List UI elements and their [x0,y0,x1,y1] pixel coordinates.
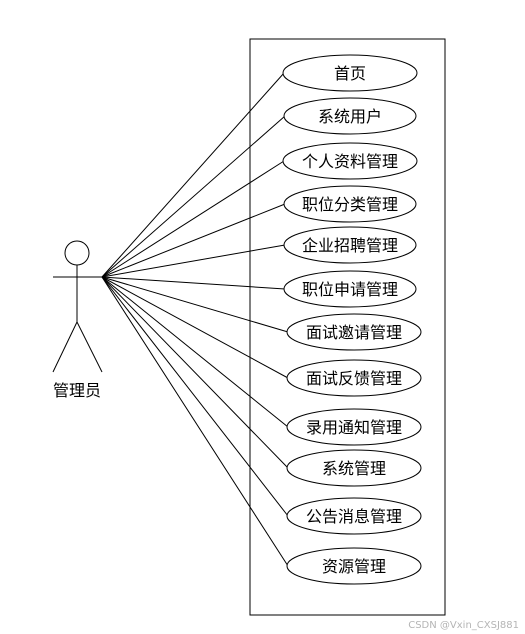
use-case-label: 企业招聘管理 [302,236,398,255]
use-case-label: 面试反馈管理 [306,369,402,388]
use-case: 企业招聘管理 [283,226,417,264]
association-line [101,276,289,333]
association-line [101,115,286,278]
use-case: 系统用户 [283,97,417,135]
association-line [101,160,285,278]
association-line [101,276,286,290]
actor-figure [52,240,103,373]
use-case-ellipse [283,226,417,264]
use-case-ellipse [286,313,422,351]
use-case-label: 系统用户 [318,107,382,126]
use-case-label: 录用通知管理 [306,418,402,437]
actor-head [64,240,90,266]
use-case-label: 公告消息管理 [306,507,402,526]
watermark: CSDN @Vxin_CXSJ881 [408,620,519,631]
use-case: 面试邀请管理 [286,313,422,351]
use-case-label: 个人资料管理 [302,152,398,171]
association-line [101,276,289,469]
use-case: 系统管理 [286,449,422,487]
use-case: 职位申请管理 [283,270,417,308]
use-case: 公告消息管理 [286,497,422,535]
association-line [101,276,289,379]
use-case-label: 职位申请管理 [302,280,398,299]
use-case-label: 职位分类管理 [302,195,398,214]
actor-right-leg [76,321,103,373]
association-line [101,276,289,517]
use-case-ellipse [282,142,418,180]
use-case-ellipse [286,547,422,585]
use-case-ellipse [283,270,417,308]
use-case: 资源管理 [286,547,422,585]
use-case-ellipse [286,497,422,535]
association-line [101,203,286,278]
use-case: 个人资料管理 [282,142,418,180]
use-cases: 首页系统用户个人资料管理职位分类管理企业招聘管理职位申请管理面试邀请管理面试反馈… [282,54,422,585]
use-case-label: 面试邀请管理 [306,323,402,342]
use-case-ellipse [283,185,417,223]
association-line [101,276,289,567]
use-case-ellipse [282,54,418,92]
use-case-ellipse [283,97,417,135]
use-case-label: 首页 [334,64,366,83]
use-case-ellipse [286,359,422,397]
actor-label: 管理员 [53,381,101,400]
system-boundary [249,38,446,616]
use-case-ellipse [286,449,422,487]
use-case-label: 资源管理 [322,557,386,576]
actor-left-leg [52,321,78,373]
association-line [101,244,286,278]
association-lines [101,72,289,567]
use-case: 职位分类管理 [283,185,417,223]
use-case: 面试反馈管理 [286,359,422,397]
association-line [101,72,285,278]
use-case-label: 系统管理 [322,459,386,478]
association-line [101,276,289,428]
use-case: 首页 [282,54,418,92]
use-case: 录用通知管理 [286,408,422,446]
use-case-ellipse [286,408,422,446]
